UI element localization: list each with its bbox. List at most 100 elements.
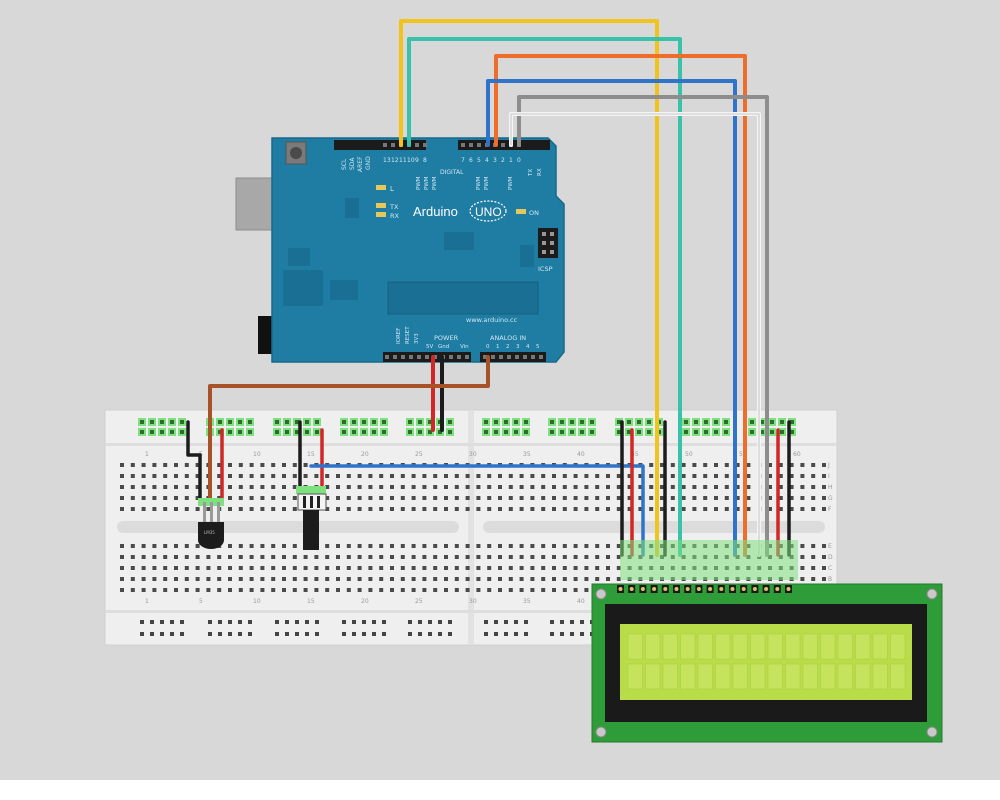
reset-button-cap bbox=[290, 147, 302, 159]
digital-pin-label: 13 bbox=[383, 157, 391, 164]
label-aref: AREF bbox=[357, 156, 364, 172]
rail-hole bbox=[342, 430, 346, 434]
rail-hole bbox=[704, 430, 708, 434]
rail-hole bbox=[238, 430, 242, 434]
hole bbox=[508, 507, 513, 511]
hole bbox=[141, 577, 146, 581]
wires bbox=[186, 19, 791, 557]
rail-hole bbox=[285, 430, 289, 434]
wire-orange-pin5[interactable] bbox=[494, 54, 747, 557]
rail-hole bbox=[514, 430, 518, 434]
lcd-cell bbox=[680, 663, 696, 690]
rail-hole bbox=[590, 430, 594, 434]
lcd-cell bbox=[750, 633, 766, 660]
hole bbox=[562, 577, 567, 581]
hole bbox=[649, 507, 654, 511]
hole bbox=[822, 544, 826, 548]
lcd-cell bbox=[627, 633, 643, 660]
hole bbox=[692, 463, 697, 467]
wire-blue-pin4[interactable] bbox=[486, 79, 737, 557]
hole bbox=[390, 496, 394, 500]
hole bbox=[789, 463, 794, 467]
label-vin: Vin bbox=[460, 344, 469, 350]
rail-hole bbox=[524, 632, 528, 636]
hole bbox=[411, 588, 416, 592]
row-letter: D bbox=[828, 554, 833, 561]
rail-hole bbox=[352, 620, 356, 624]
wire-yellow-pin12[interactable] bbox=[399, 19, 659, 557]
digital-pin-hole bbox=[469, 143, 473, 147]
digital-pin-label: 2 bbox=[501, 157, 505, 164]
wire-teal-pin11[interactable] bbox=[407, 37, 682, 557]
power-pin-hole bbox=[457, 355, 461, 359]
lcd-cell bbox=[715, 663, 731, 690]
rail-hole bbox=[550, 420, 554, 424]
rail-hole bbox=[684, 420, 688, 424]
potentiometer[interactable] bbox=[296, 486, 327, 550]
hole bbox=[454, 588, 459, 592]
wire-gray-pin2[interactable] bbox=[517, 95, 769, 557]
hole bbox=[444, 588, 448, 592]
hole bbox=[487, 507, 492, 511]
hole bbox=[163, 485, 168, 489]
hole bbox=[465, 577, 470, 581]
wire-brown-a0[interactable] bbox=[208, 355, 490, 502]
hole bbox=[552, 555, 556, 559]
rail-hole bbox=[524, 620, 528, 624]
hole bbox=[174, 566, 178, 570]
label-rx-pin: RX bbox=[537, 168, 543, 176]
hole bbox=[292, 555, 297, 559]
hole bbox=[346, 544, 351, 548]
hole bbox=[444, 496, 448, 500]
rail-hole bbox=[580, 620, 584, 624]
temperature-sensor[interactable]: LM35 bbox=[198, 498, 224, 549]
rail-hole bbox=[504, 420, 508, 424]
hole bbox=[130, 566, 135, 570]
label-3v3: 3V3 bbox=[414, 333, 420, 344]
hole bbox=[627, 507, 632, 511]
hole bbox=[778, 507, 783, 511]
rail-hole bbox=[418, 632, 422, 636]
hole bbox=[368, 588, 373, 592]
rail-hole bbox=[238, 620, 242, 624]
hole bbox=[724, 463, 729, 467]
hole bbox=[174, 474, 178, 478]
hole bbox=[400, 474, 405, 478]
column-number: 30 bbox=[469, 451, 477, 458]
hole bbox=[152, 555, 157, 559]
hole bbox=[152, 463, 157, 467]
column-number: 35 bbox=[523, 451, 531, 458]
pot-shaft bbox=[303, 510, 319, 550]
hole bbox=[411, 485, 416, 489]
rail-hole bbox=[275, 420, 279, 424]
hole bbox=[724, 496, 729, 500]
digital-pin-hole bbox=[477, 143, 481, 147]
rail-hole bbox=[627, 420, 631, 424]
hole bbox=[444, 555, 448, 559]
hole bbox=[552, 588, 556, 592]
rail-hole bbox=[275, 632, 279, 636]
hole bbox=[163, 463, 168, 467]
rail-hole bbox=[484, 632, 488, 636]
hole bbox=[649, 485, 654, 489]
hole bbox=[249, 577, 254, 581]
rail-hole bbox=[218, 420, 222, 424]
hole bbox=[811, 463, 816, 467]
hole bbox=[562, 566, 567, 570]
rail-hole bbox=[760, 430, 764, 434]
hole bbox=[519, 577, 524, 581]
rail-hole bbox=[428, 620, 432, 624]
hole bbox=[768, 507, 772, 511]
rail-hole bbox=[248, 632, 252, 636]
hole bbox=[336, 496, 340, 500]
hole bbox=[422, 474, 427, 478]
column-number: 45 bbox=[631, 451, 639, 458]
row-letter: H bbox=[828, 484, 833, 491]
hole bbox=[163, 588, 168, 592]
hole bbox=[465, 555, 470, 559]
wire-black-sensor[interactable] bbox=[186, 420, 202, 502]
wire-blue-pot-contrast[interactable] bbox=[309, 464, 645, 557]
hole bbox=[400, 588, 405, 592]
hole bbox=[584, 485, 589, 489]
hole bbox=[584, 544, 589, 548]
